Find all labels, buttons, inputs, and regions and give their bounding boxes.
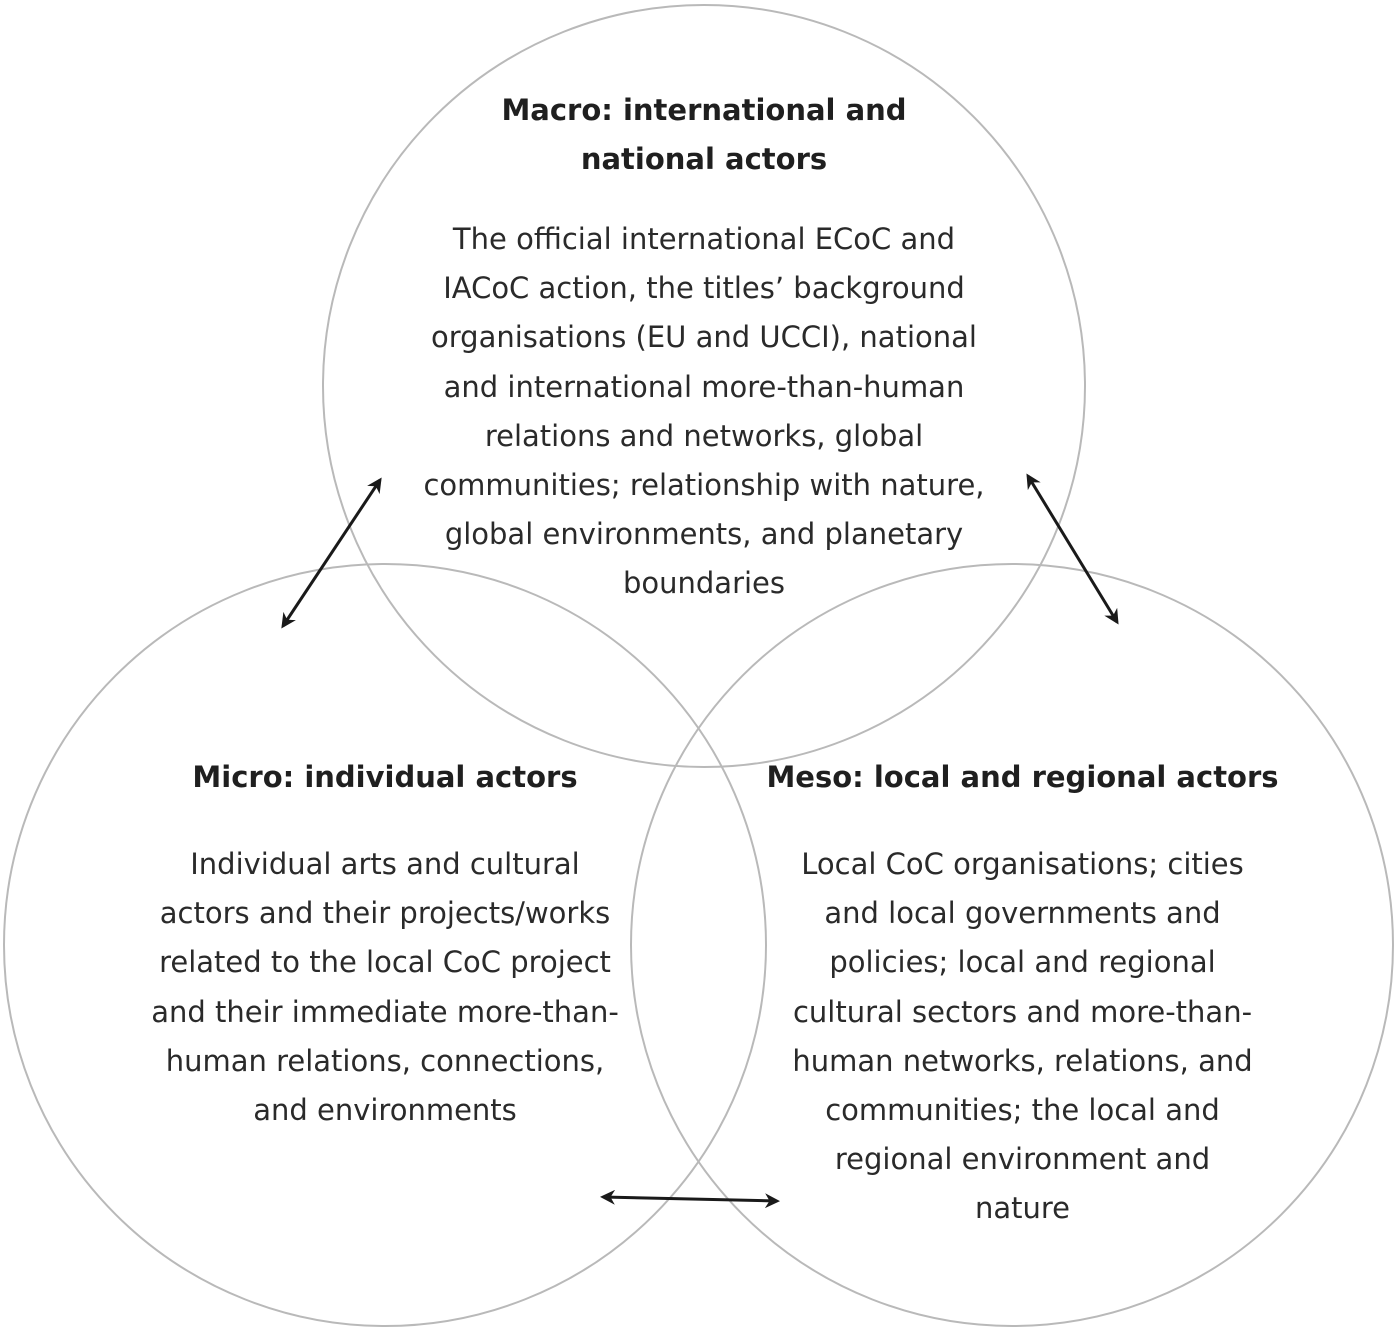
macro-title: Macro: international and national actors xyxy=(501,93,907,176)
macro-description: The official international ECoC and IACo… xyxy=(423,222,985,601)
micro-meso-arrow xyxy=(600,1189,780,1209)
macro-meso-arrow xyxy=(1026,473,1119,625)
meso-block: Meso: local and regional actors Local Co… xyxy=(735,753,1310,1234)
meso-description: Local CoC organisations; cities and loca… xyxy=(792,847,1253,1226)
macro-block: Macro: international and national actors… xyxy=(354,86,1054,609)
micro-description: Individual arts and cultural actors and … xyxy=(151,847,619,1128)
macro-circle xyxy=(322,4,1086,768)
micro-macro-arrow xyxy=(281,477,382,629)
micro-circle xyxy=(3,563,767,1327)
micro-title: Micro: individual actors xyxy=(192,760,578,794)
meso-circle xyxy=(630,563,1394,1327)
meso-title: Meso: local and regional actors xyxy=(766,760,1279,794)
micro-block: Micro: individual actors Individual arts… xyxy=(85,753,685,1135)
